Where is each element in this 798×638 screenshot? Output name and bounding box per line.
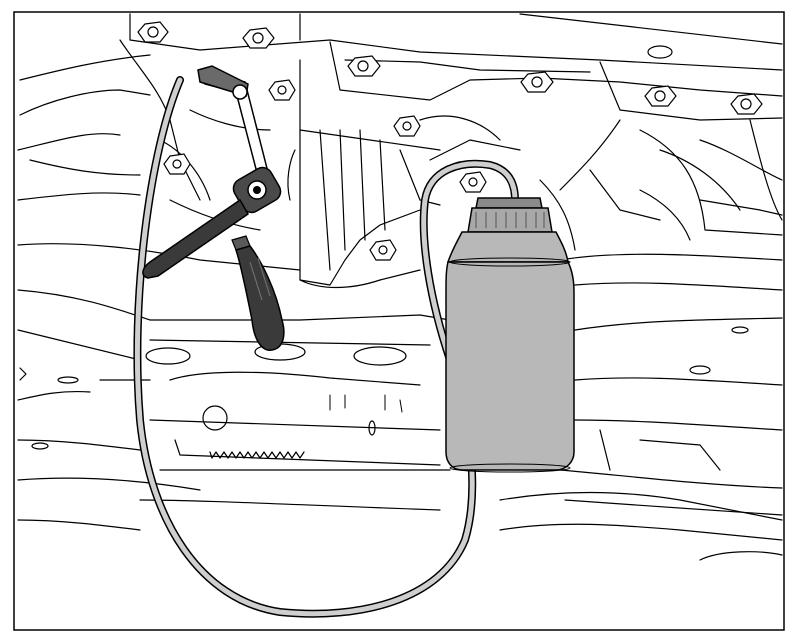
bolt-icon xyxy=(393,115,421,137)
bolt-icon xyxy=(644,85,677,107)
chassis-linework xyxy=(17,13,783,561)
bolt-icon xyxy=(369,239,397,261)
drain-hose-icon xyxy=(133,76,519,618)
bolt-icon xyxy=(137,21,169,43)
bolt-icon xyxy=(520,71,554,93)
bolt-icon xyxy=(163,153,191,175)
bolt-icon xyxy=(347,55,381,77)
bolt-icon xyxy=(242,27,275,49)
fluid-bottle-icon xyxy=(445,197,575,473)
screwdriver-icon xyxy=(231,235,285,351)
ratchet-wrench-icon xyxy=(142,65,282,279)
bolts xyxy=(137,21,763,261)
bolt-icon xyxy=(730,93,763,115)
bolt-icon xyxy=(459,171,487,193)
bolt-icon xyxy=(268,79,296,101)
